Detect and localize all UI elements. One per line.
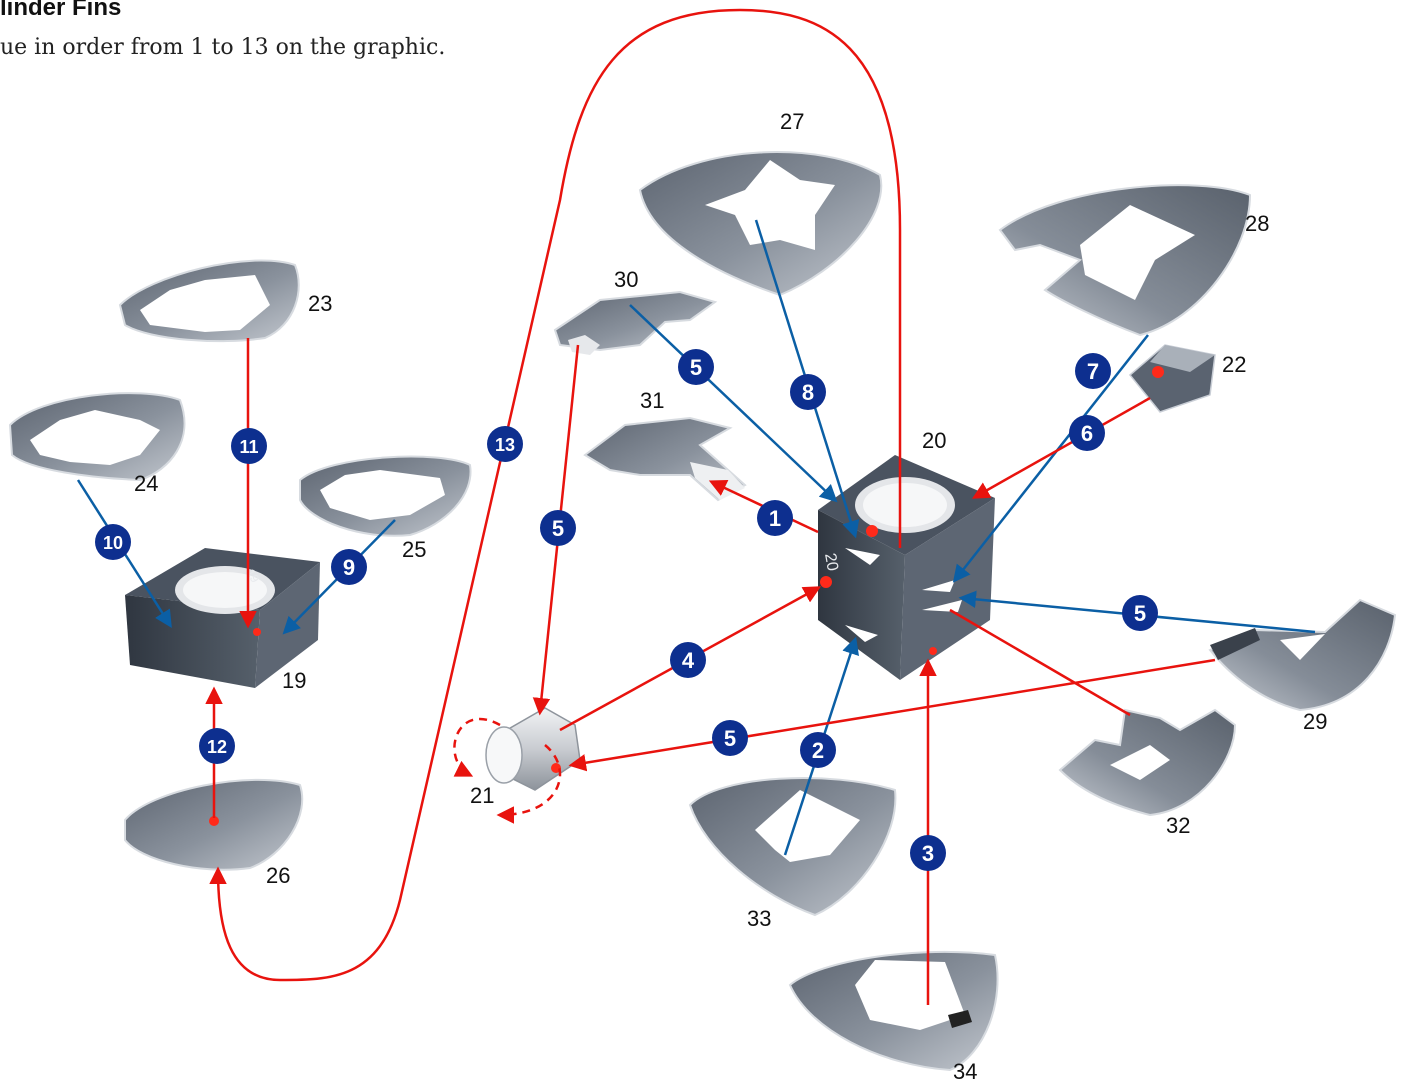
svg-text:2: 2 xyxy=(812,738,824,763)
part-19-box: 19 xyxy=(125,548,320,688)
line-20-to-26 xyxy=(209,8,902,982)
label-part-21: 21 xyxy=(470,783,494,808)
svg-text:5: 5 xyxy=(1134,601,1146,626)
svg-text:4: 4 xyxy=(682,648,695,673)
svg-text:6: 6 xyxy=(1081,421,1093,446)
label-part-28: 28 xyxy=(1245,211,1269,236)
svg-text:5: 5 xyxy=(552,516,564,541)
part-34-plate xyxy=(788,950,999,1072)
step-badge-10: 10 xyxy=(95,524,131,560)
label-part-22: 22 xyxy=(1222,352,1246,377)
step-badge-13: 13 xyxy=(487,426,523,462)
label-part-34: 34 xyxy=(953,1059,977,1080)
label-part-29: 29 xyxy=(1303,709,1327,734)
label-part-26: 26 xyxy=(266,863,290,888)
step-badge-7: 7 xyxy=(1075,353,1111,389)
page-title: linder Fins xyxy=(0,0,122,21)
line-20-to-32 xyxy=(949,608,1131,717)
svg-text:5: 5 xyxy=(690,355,702,380)
step-badge-8: 8 xyxy=(790,374,826,410)
step-badge-5-bottom: 5 xyxy=(712,720,748,756)
label-part-20: 20 xyxy=(922,428,946,453)
step-badge-11: 11 xyxy=(231,428,267,464)
part-23-plate xyxy=(118,259,300,343)
part-29-plate xyxy=(1208,598,1397,712)
label-part-33: 33 xyxy=(747,906,771,931)
step-badge-6: 6 xyxy=(1069,415,1105,451)
step-badge-5-upper: 5 xyxy=(678,349,714,385)
part-32-plate xyxy=(1058,708,1237,817)
svg-text:8: 8 xyxy=(802,380,814,405)
part-31-plate xyxy=(583,416,747,502)
box-20-face-number: 20 xyxy=(821,552,841,573)
svg-text:10: 10 xyxy=(103,533,123,553)
svg-text:5: 5 xyxy=(724,726,736,751)
step-badge-1: 1 xyxy=(757,500,793,536)
label-part-30: 30 xyxy=(614,267,638,292)
line-22-to-20 xyxy=(971,396,1151,499)
label-part-23: 23 xyxy=(308,291,332,316)
step-badge-9: 9 xyxy=(331,549,367,585)
part-22-block xyxy=(1128,344,1216,413)
part-26-plate xyxy=(124,778,304,871)
svg-text:1: 1 xyxy=(769,506,781,531)
step-badge-2: 2 xyxy=(800,732,836,768)
step-badge-12: 12 xyxy=(199,728,235,764)
line-29-to-21 xyxy=(568,658,1216,772)
svg-text:12: 12 xyxy=(207,737,227,757)
label-part-32: 32 xyxy=(1166,813,1190,838)
label-part-31: 31 xyxy=(640,388,664,413)
step-badge-4: 4 xyxy=(670,642,706,678)
svg-text:9: 9 xyxy=(343,555,355,580)
part-24-plate xyxy=(8,392,186,482)
line-28-to-20 xyxy=(952,334,1149,583)
step-badge-5-left: 5 xyxy=(540,510,576,546)
step-badge-5-right: 5 xyxy=(1122,595,1158,631)
line-30-to-20 xyxy=(629,304,838,503)
part-20-box: 20 xyxy=(818,455,995,680)
svg-text:11: 11 xyxy=(239,437,258,457)
label-part-24: 24 xyxy=(134,471,158,496)
svg-text:7: 7 xyxy=(1087,359,1099,384)
part-33-plate xyxy=(688,777,897,917)
label-part-27: 27 xyxy=(780,109,804,134)
label-part-19: 19 xyxy=(282,668,306,693)
part-28-plate xyxy=(998,184,1252,337)
step-badge-3: 3 xyxy=(910,835,946,871)
svg-text:3: 3 xyxy=(922,841,934,866)
part-27-plate xyxy=(638,151,883,297)
part-25-plate xyxy=(299,455,472,537)
page-instruction: ue in order from 1 to 13 on the graphic. xyxy=(0,35,446,60)
label-part-25: 25 xyxy=(402,537,426,562)
part-30-plate xyxy=(553,290,718,355)
svg-text:13: 13 xyxy=(495,435,515,455)
